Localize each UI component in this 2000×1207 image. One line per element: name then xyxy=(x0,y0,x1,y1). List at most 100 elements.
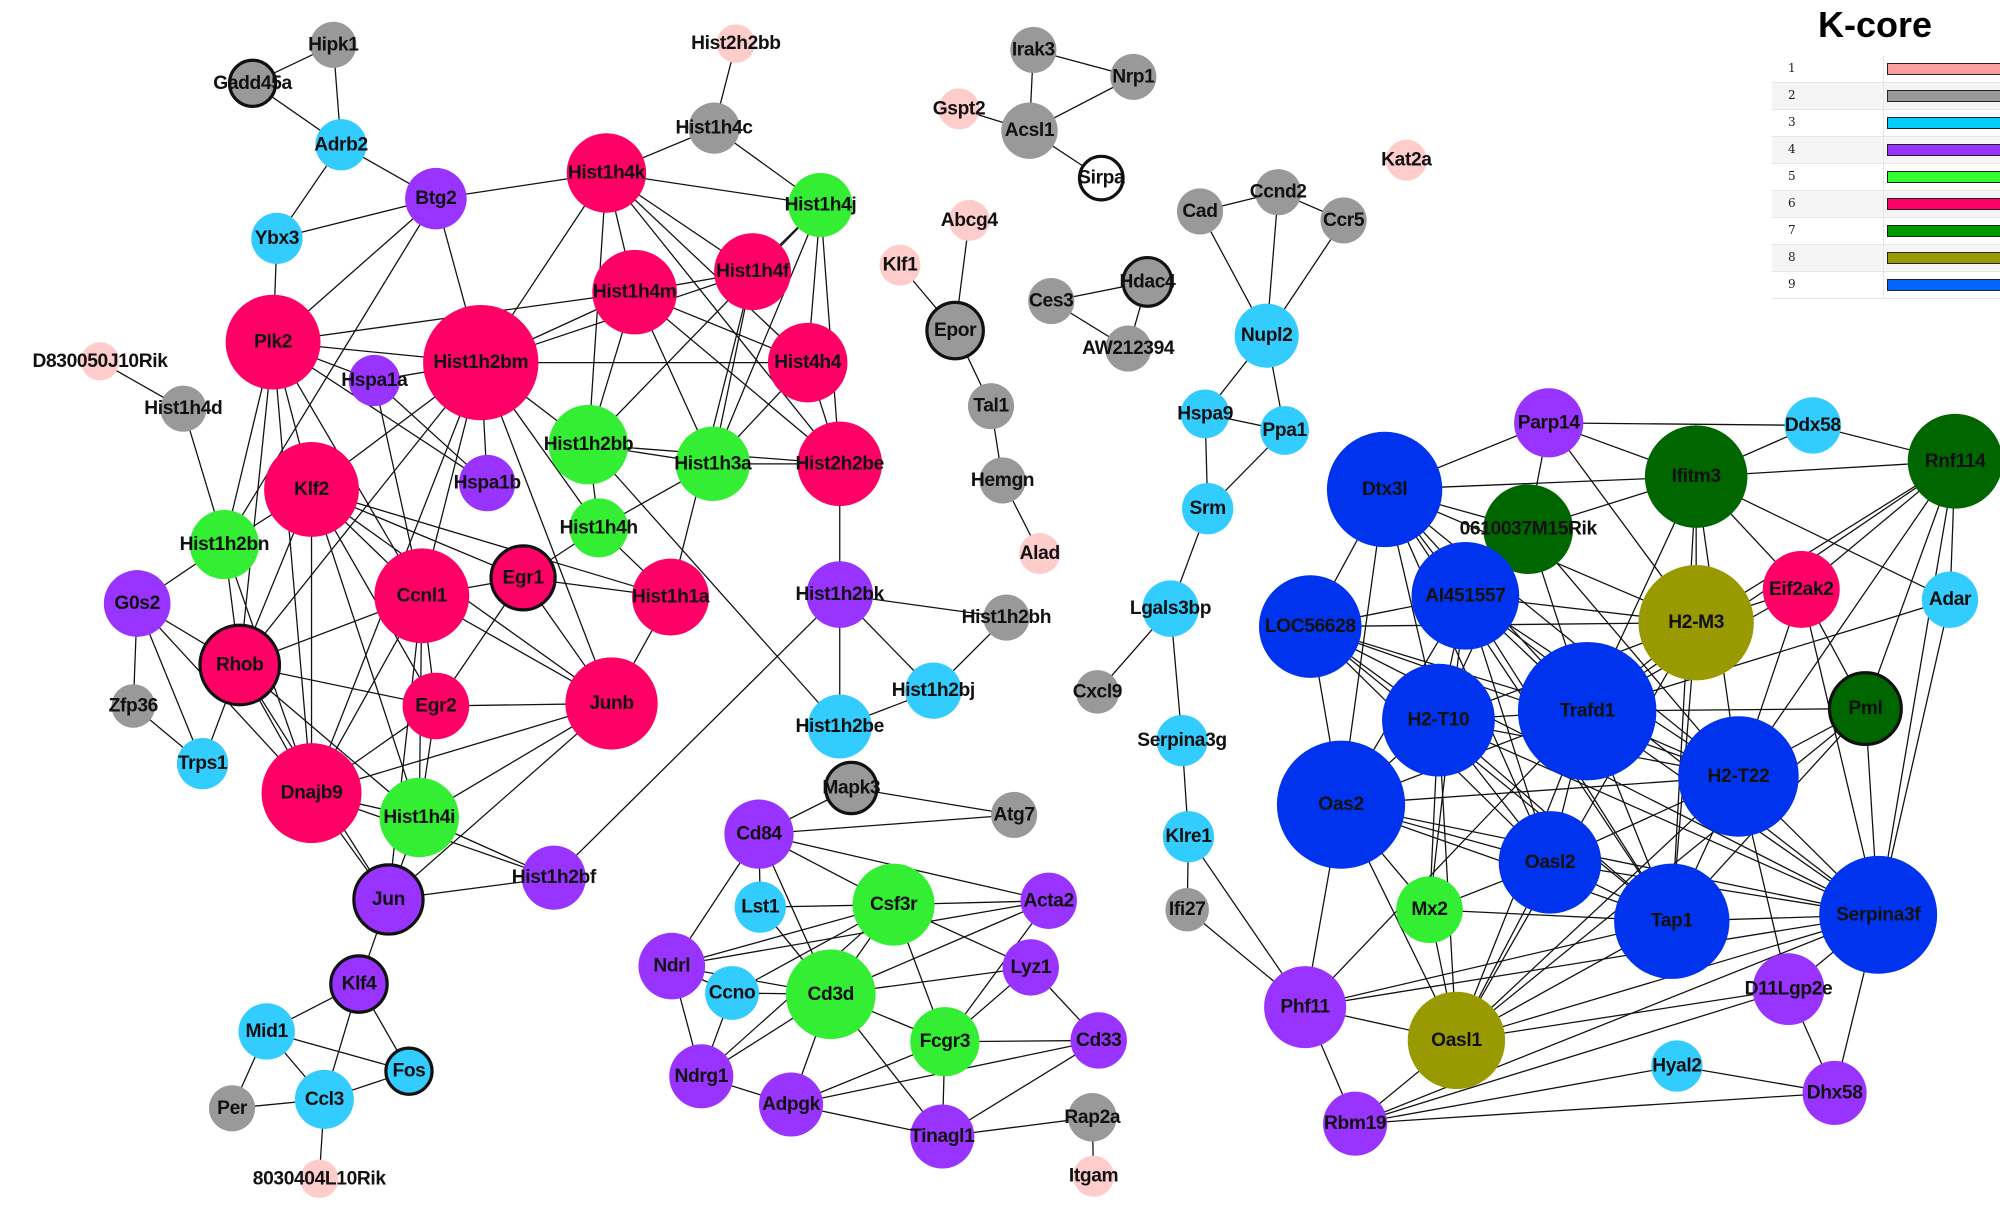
node-circle[interactable] xyxy=(1110,53,1157,100)
node-fos[interactable]: Fos xyxy=(384,1046,434,1096)
node-hist1h4m[interactable]: Hist1h4m xyxy=(592,249,677,335)
node-tinagl1[interactable]: Tinagl1 xyxy=(910,1104,976,1169)
node-circle[interactable] xyxy=(758,1072,824,1137)
node-circle[interactable] xyxy=(797,421,883,507)
node-hdac4[interactable]: Hdac4 xyxy=(1120,255,1176,308)
node-hist4h4[interactable]: Hist4h4 xyxy=(767,322,848,403)
node-hist1h4k[interactable]: Hist1h4k xyxy=(566,133,647,213)
node-circle[interactable] xyxy=(1142,580,1199,637)
node-ddx58[interactable]: Ddx58 xyxy=(1784,397,1842,454)
node-circle[interactable] xyxy=(1002,939,1059,996)
node-hyal2[interactable]: Hyal2 xyxy=(1651,1040,1703,1092)
node-circle[interactable] xyxy=(1255,169,1302,216)
node-hist1h2bf[interactable]: Hist1h2bf xyxy=(512,845,597,910)
node-circle[interactable] xyxy=(734,881,786,933)
node-circle[interactable] xyxy=(1407,991,1506,1090)
node-circle[interactable] xyxy=(632,558,709,636)
node-circle[interactable] xyxy=(979,457,1026,504)
node-circle[interactable] xyxy=(294,1069,354,1129)
node-gadd45a[interactable]: Gadd45a xyxy=(213,58,293,108)
node-circle[interactable] xyxy=(1075,670,1120,714)
node-circle[interactable] xyxy=(669,1044,734,1109)
node-circle[interactable] xyxy=(1678,716,1799,837)
node-jun[interactable]: Jun xyxy=(352,863,425,936)
node-circle[interactable] xyxy=(1498,811,1602,914)
node-circle[interactable] xyxy=(925,300,985,361)
node-acta2[interactable]: Acta2 xyxy=(1020,872,1077,929)
node-zfp36[interactable]: Zfp36 xyxy=(109,684,158,728)
node-lst1[interactable]: Lst1 xyxy=(734,881,786,933)
node-hist1h4d[interactable]: Hist1h4d xyxy=(144,385,223,432)
node-hist1h4h[interactable]: Hist1h4h xyxy=(560,498,638,558)
node-adar[interactable]: Adar xyxy=(1921,571,1979,628)
node-circle[interactable] xyxy=(176,738,229,790)
node-circle[interactable] xyxy=(329,954,389,1014)
node-irak3[interactable]: Irak3 xyxy=(1010,26,1057,74)
node-circle[interactable] xyxy=(1180,389,1230,439)
node-circle[interactable] xyxy=(405,167,467,230)
node-mid1[interactable]: Mid1 xyxy=(238,1003,295,1060)
node-circle[interactable] xyxy=(705,966,759,1020)
node-ndrg1[interactable]: Ndrg1 xyxy=(669,1044,734,1109)
node-dhx58[interactable]: Dhx58 xyxy=(1802,1060,1867,1125)
node-8030404l10rik[interactable]: 8030404L10Rik xyxy=(253,1159,387,1199)
node-circle[interactable] xyxy=(806,561,874,628)
node-circle[interactable] xyxy=(384,1046,434,1096)
node-btg2[interactable]: Btg2 xyxy=(405,167,467,230)
node-oasl1[interactable]: Oasl1 xyxy=(1407,991,1506,1090)
node-dnajb9[interactable]: Dnajb9 xyxy=(261,743,362,844)
node-circle[interactable] xyxy=(1105,325,1152,372)
node-circle[interactable] xyxy=(379,777,459,858)
node-circle[interactable] xyxy=(1514,388,1584,458)
node-gspt2[interactable]: Gspt2 xyxy=(933,88,986,130)
node-ppa1[interactable]: Ppa1 xyxy=(1260,406,1309,455)
node-circle[interactable] xyxy=(1234,303,1299,368)
node-circle[interactable] xyxy=(879,244,921,286)
node-circle[interactable] xyxy=(1077,154,1125,202)
node-cd3d[interactable]: Cd3d xyxy=(785,949,876,1040)
node-srm[interactable]: Srm xyxy=(1182,483,1234,535)
node-circle[interactable] xyxy=(688,102,740,154)
node-circle[interactable] xyxy=(489,544,557,612)
node-hspa9[interactable]: Hspa9 xyxy=(1177,389,1233,439)
node-circle[interactable] xyxy=(675,426,750,501)
node-hist1h2bj[interactable]: Hist1h2bj xyxy=(892,662,975,719)
node-nupl2[interactable]: Nupl2 xyxy=(1234,303,1299,368)
node-ccnd2[interactable]: Ccnd2 xyxy=(1250,169,1307,216)
node-alad[interactable]: Alad xyxy=(1019,533,1061,575)
node-circle[interactable] xyxy=(1320,197,1367,244)
node-hspa1a[interactable]: Hspa1a xyxy=(341,354,408,407)
node-hist1h4c[interactable]: Hist1h4c xyxy=(676,102,754,154)
node-circle[interactable] xyxy=(1396,876,1463,944)
node-circle[interactable] xyxy=(767,322,848,403)
node-circle[interactable] xyxy=(1323,1091,1388,1156)
node-circle[interactable] xyxy=(824,760,879,816)
node-plk2[interactable]: Plk2 xyxy=(225,294,321,390)
node-abcg4[interactable]: Abcg4 xyxy=(941,199,999,241)
node-rap2a[interactable]: Rap2a xyxy=(1064,1092,1121,1142)
node-itgam[interactable]: Itgam xyxy=(1069,1155,1119,1197)
node-cad[interactable]: Cad xyxy=(1176,188,1224,235)
node-ifitm3[interactable]: Ifitm3 xyxy=(1644,425,1748,528)
node-circle[interactable] xyxy=(1182,483,1234,535)
node-egr2[interactable]: Egr2 xyxy=(402,672,470,740)
node-eif2ak2[interactable]: Eif2ak2 xyxy=(1762,550,1840,628)
node-circle[interactable] xyxy=(1921,571,1979,628)
node-mx2[interactable]: Mx2 xyxy=(1396,876,1463,944)
node-acsl1[interactable]: Acsl1 xyxy=(1001,102,1058,159)
node-adpgk[interactable]: Adpgk xyxy=(758,1072,824,1137)
node-circle[interactable] xyxy=(1258,575,1362,678)
node-circle[interactable] xyxy=(1752,953,1825,1026)
node-circle[interactable] xyxy=(724,799,794,869)
node-circle[interactable] xyxy=(374,548,470,644)
node-oasl2[interactable]: Oasl2 xyxy=(1498,811,1602,914)
node-d11lgp2e[interactable]: D11Lgp2e xyxy=(1745,953,1833,1026)
node-aw212394[interactable]: AW212394 xyxy=(1082,325,1175,372)
node-h2-m3[interactable]: H2-M3 xyxy=(1638,565,1754,681)
node-hist1h2be[interactable]: Hist1h2be xyxy=(796,694,885,759)
node-junb[interactable]: Junb xyxy=(565,657,658,750)
node-circle[interactable] xyxy=(1411,541,1520,650)
node-circle[interactable] xyxy=(638,932,706,1000)
node-circle[interactable] xyxy=(251,212,303,264)
node-hist1h2bm[interactable]: Hist1h2bm xyxy=(423,304,539,421)
